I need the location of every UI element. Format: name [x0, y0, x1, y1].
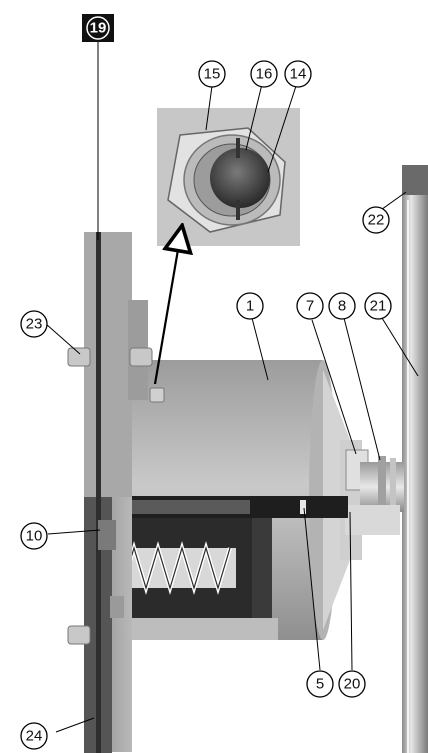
callout-5-label: 5: [316, 676, 324, 693]
callout-10-label: 10: [26, 528, 43, 545]
mounting-plate: [67, 232, 165, 753]
callout-24-label: 24: [26, 728, 43, 745]
callout-14-label: 14: [290, 66, 307, 83]
callout-7-label: 7: [306, 298, 314, 315]
callout-20-label: 20: [344, 676, 361, 693]
callout-23-label: 23: [26, 316, 43, 333]
detail-inset: [157, 108, 300, 246]
callouts: 19 15 16 14 22 23 1 7 8 21 10 5 20 24: [20, 14, 392, 750]
output-shaft: [345, 456, 404, 535]
callout-15-label: 15: [204, 66, 221, 83]
callout-1-label: 1: [246, 298, 254, 315]
callout-16-label: 16: [256, 66, 273, 83]
leader-lines: [45, 40, 419, 733]
callout-22-label: 22: [368, 212, 385, 229]
detail-arrow: [153, 238, 180, 385]
callout-8-label: 8: [338, 298, 346, 315]
callout-19-label: 19: [90, 20, 107, 37]
compression-spring: [118, 541, 236, 595]
vertical-rod: [402, 165, 428, 753]
callout-21-label: 21: [370, 298, 387, 315]
